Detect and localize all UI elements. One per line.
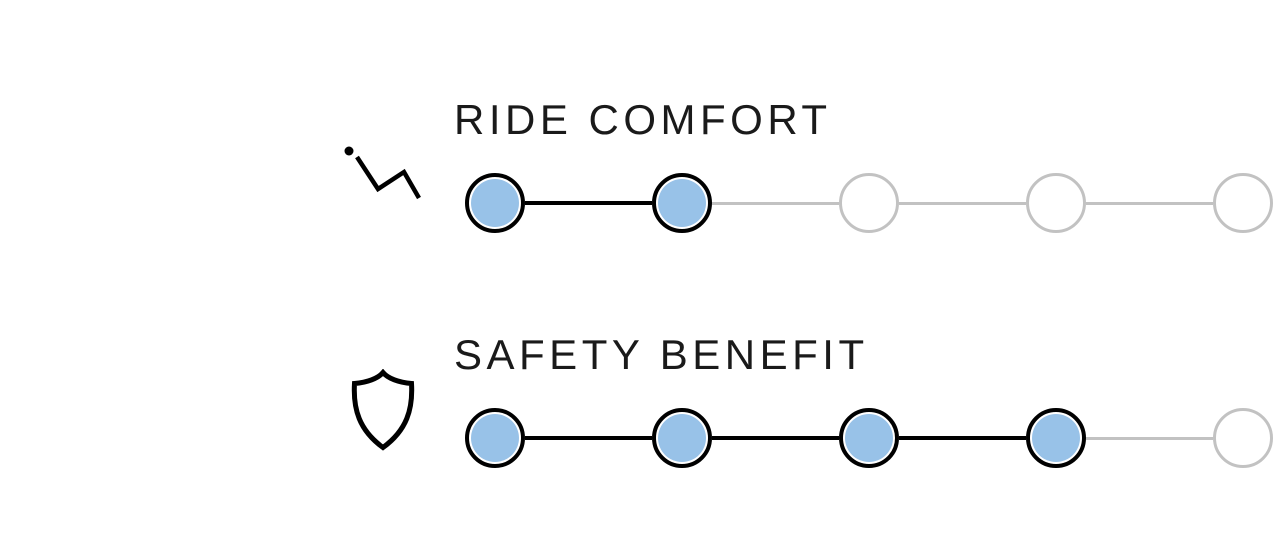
dot-connector: [712, 201, 839, 205]
recline-seat-icon: [335, 133, 431, 215]
rating-label: SAFETY BENEFIT: [454, 331, 869, 378]
rating-dot: [1213, 408, 1273, 468]
rating-dot: [839, 173, 899, 233]
rating-dot-fill: [658, 414, 706, 462]
rating-dot: [465, 408, 525, 468]
rating-dot-track: [465, 408, 1273, 468]
rating-label: RIDE COMFORT: [454, 96, 832, 143]
dot-connector: [712, 436, 839, 440]
rating-dot: [652, 173, 712, 233]
rating-dot-track: [465, 173, 1273, 233]
rating-row: RIDE COMFORT: [0, 0, 1280, 260]
rating-dot: [1026, 408, 1086, 468]
rating-dot-fill: [471, 414, 519, 462]
dot-connector: [899, 201, 1026, 205]
shield-icon: [335, 368, 431, 451]
rating-dot-fill: [471, 179, 519, 227]
dot-connector: [525, 201, 652, 205]
dot-connector: [899, 436, 1026, 440]
rating-row: SAFETY BENEFIT: [0, 235, 1280, 495]
rating-dot: [839, 408, 899, 468]
rating-dot: [465, 173, 525, 233]
rating-dot: [652, 408, 712, 468]
dot-connector: [1086, 201, 1213, 205]
rating-dot: [1213, 173, 1273, 233]
dot-connector: [525, 436, 652, 440]
rating-dot-fill: [658, 179, 706, 227]
dot-connector: [1086, 436, 1213, 440]
rating-dot-fill: [845, 414, 893, 462]
rating-dot: [1026, 173, 1086, 233]
rating-dot-fill: [1032, 414, 1080, 462]
